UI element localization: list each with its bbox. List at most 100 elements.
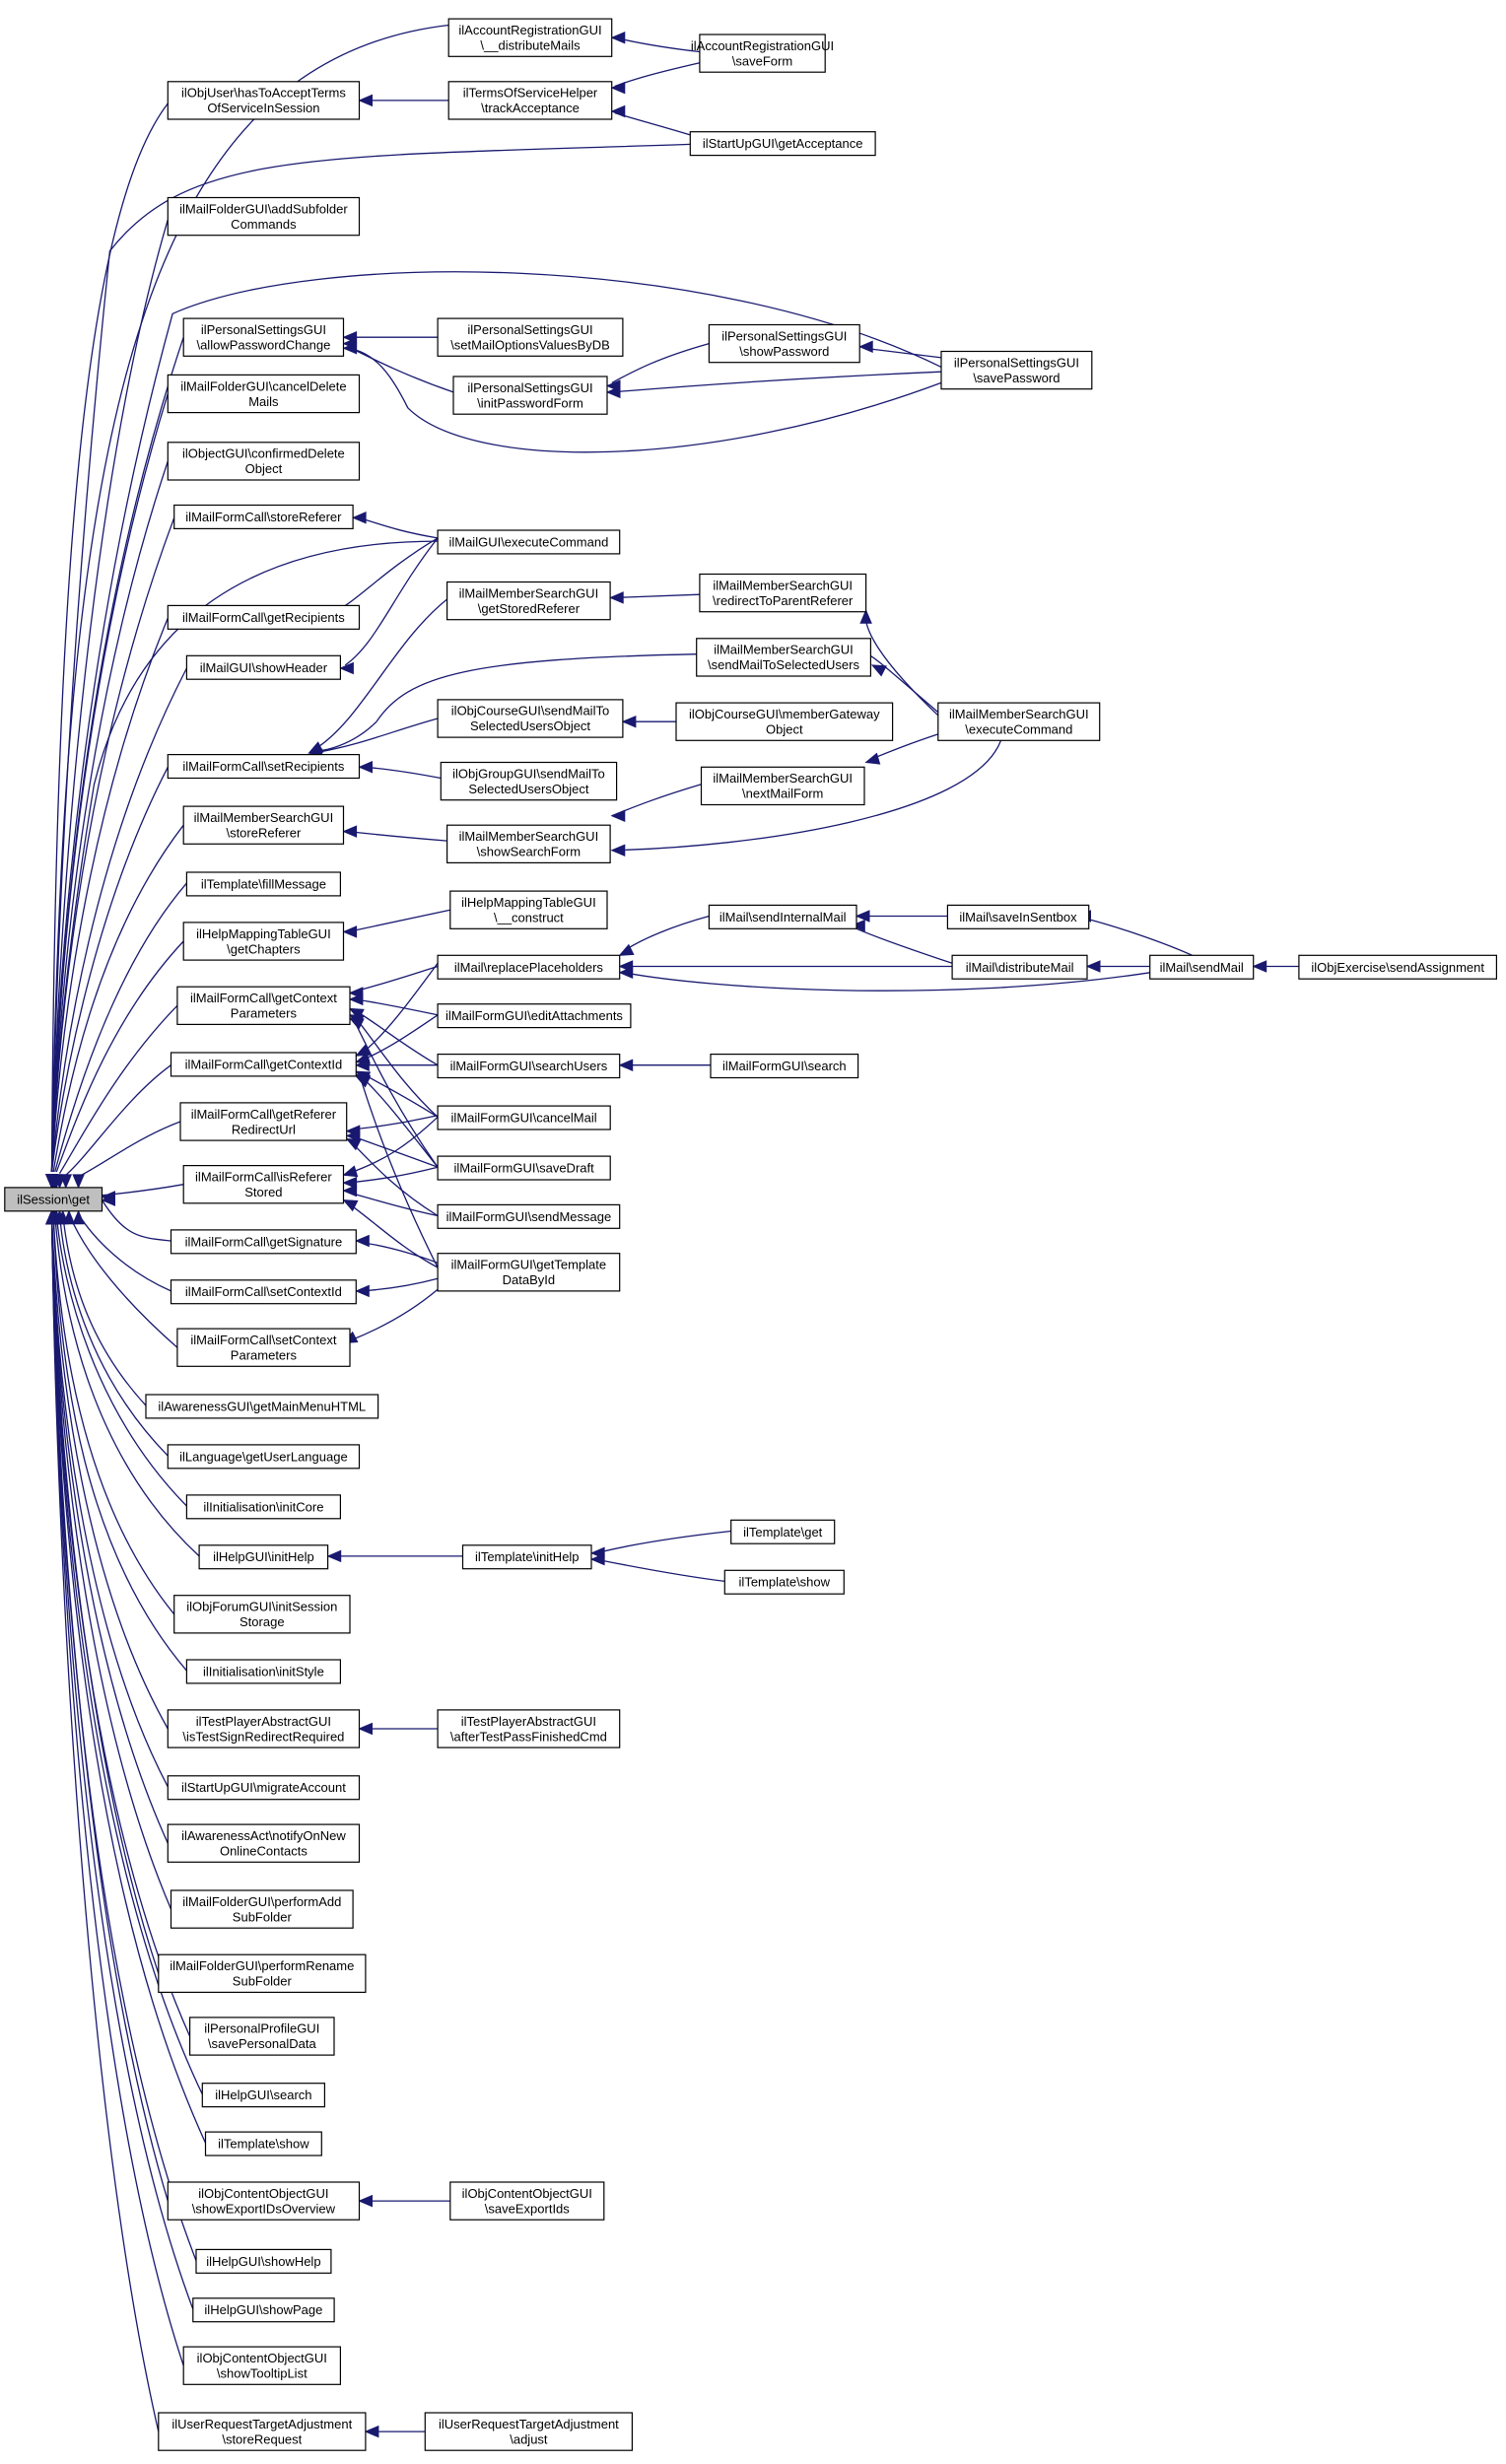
call-graph-node[interactable]: ilObjContentObjectGUI\saveExportIds: [449, 2181, 605, 2221]
call-graph-node[interactable]: ilAwarenessGUI\getMainMenuHTML: [145, 1394, 379, 1419]
call-graph-node[interactable]: ilObjGroupGUI\sendMailToSelectedUsersObj…: [440, 761, 618, 801]
call-graph-node[interactable]: ilMailFormGUI\sendMessage: [437, 1203, 621, 1229]
call-graph-node[interactable]: ilMailMemberSearchGUI\showSearchForm: [446, 824, 611, 864]
call-graph-node[interactable]: ilObjContentObjectGUI\showTooltipList: [182, 2346, 341, 2385]
node-box: [176, 986, 351, 1026]
call-edge: [78, 1213, 171, 1292]
call-graph-node[interactable]: ilMailMemberSearchGUI\redirectToParentRe…: [699, 573, 867, 613]
node-box: [167, 1823, 361, 1863]
call-graph-node[interactable]: ilMailMemberSearchGUI\getStoredReferer: [446, 581, 611, 621]
node-label: Stored: [244, 1185, 282, 1199]
node-label: RedirectUrl: [232, 1122, 296, 1136]
call-graph-node[interactable]: ilInitialisation\initStyle: [185, 1659, 341, 1684]
node-box: [145, 1394, 379, 1419]
call-graph-node[interactable]: ilMail\replacePlaceholders: [437, 954, 621, 980]
call-graph-node[interactable]: ilMailFormCall\getContextId: [170, 1052, 357, 1077]
node-box: [185, 654, 341, 680]
call-graph-node[interactable]: ilMailFormGUI\editAttachments: [437, 1003, 632, 1029]
call-graph-node[interactable]: ilMailFormGUI\search: [710, 1053, 859, 1079]
call-graph-node[interactable]: ilHelpMappingTableGUI\__construct: [449, 890, 608, 929]
node-label: \showTooltipList: [217, 2366, 308, 2381]
call-graph-node[interactable]: ilUserRequestTargetAdjustment\storeReque…: [158, 2412, 367, 2451]
call-graph-node[interactable]: ilHelpGUI\showPage: [192, 2297, 335, 2323]
node-label: \adjust: [510, 2431, 548, 2446]
call-graph-node[interactable]: ilTemplate\fillMessage: [185, 871, 341, 897]
call-graph-node[interactable]: ilObjExercise\sendAssignment: [1298, 954, 1498, 980]
node-box: [723, 1569, 845, 1595]
call-graph-node[interactable]: ilObjUser\hasToAcceptTermsOfServiceInSes…: [167, 81, 361, 120]
call-graph-node[interactable]: ilPersonalSettingsGUI\showPassword: [708, 323, 860, 364]
call-graph-node[interactable]: ilPersonalSettingsGUI\initPasswordForm: [452, 376, 608, 415]
call-graph-node[interactable]: ilMailFormCall\storeReferer: [173, 504, 354, 529]
call-graph-node[interactable]: ilPersonalSettingsGUI\setMailOptionsValu…: [437, 317, 624, 357]
node-box: [167, 374, 361, 414]
call-graph-node[interactable]: ilMail\sendMail: [1149, 954, 1255, 980]
node-label: \sendMailToSelectedUsers: [708, 657, 859, 672]
call-graph-node[interactable]: ilMailMemberSearchGUI\nextMailForm: [700, 766, 865, 806]
call-graph-node[interactable]: ilStartUpGUI\getAcceptance: [689, 131, 876, 157]
call-graph-node[interactable]: ilMailGUI\showHeader: [185, 654, 341, 680]
call-graph-node[interactable]: ilMailMemberSearchGUI\executeCommand: [937, 702, 1101, 741]
call-graph-node[interactable]: ilStartUpGUI\migrateAccount: [167, 1775, 361, 1801]
node-box: [708, 323, 860, 364]
call-graph-node[interactable]: ilHelpGUI\search: [201, 2083, 326, 2108]
call-graph-node[interactable]: ilMail\saveInSentbox: [946, 904, 1090, 929]
call-graph-node[interactable]: ilTestPlayerAbstractGUI\isTestSignRedire…: [167, 1709, 361, 1748]
call-edge: [348, 346, 454, 393]
call-graph-node[interactable]: ilTemplate\get: [730, 1519, 836, 1544]
call-graph-node[interactable]: ilPersonalSettingsGUI\savePassword: [940, 350, 1093, 390]
call-graph-node[interactable]: ilMailFormCall\setContextId: [170, 1279, 357, 1305]
call-graph-node[interactable]: ilTemplate\show: [204, 2131, 322, 2156]
call-graph-node[interactable]: ilTermsOfServiceHelper\trackAcceptance: [447, 81, 613, 120]
call-graph-node[interactable]: ilMail\sendInternalMail: [708, 904, 857, 929]
call-graph-node[interactable]: ilHelpMappingTableGUI\getChapters: [182, 922, 345, 961]
call-graph-node[interactable]: ilTemplate\show: [723, 1569, 845, 1595]
call-graph-node[interactable]: ilTestPlayerAbstractGUI\afterTestPassFin…: [437, 1709, 621, 1748]
call-graph-node[interactable]: ilInitialisation\initCore: [185, 1494, 341, 1520]
node-box: [167, 1444, 361, 1470]
arrowhead-icon: [348, 1017, 365, 1030]
call-graph-node[interactable]: ilAccountRegistrationGUI\__distributeMai…: [447, 18, 613, 57]
call-graph-node[interactable]: ilMailFormCall\setRecipients: [167, 753, 361, 780]
arrowhead-icon: [857, 340, 873, 354]
call-graph-node[interactable]: ilTemplate\initHelp: [461, 1544, 592, 1570]
call-graph-node[interactable]: ilPersonalProfileGUI\savePersonalData: [189, 2017, 335, 2056]
call-edge: [68, 1213, 178, 1348]
call-graph-node[interactable]: ilMail\distributeMail: [951, 954, 1088, 980]
arrowhead-icon: [855, 910, 870, 923]
call-graph-node[interactable]: ilAccountRegistrationGUI\saveForm: [691, 34, 834, 73]
call-graph-node[interactable]: ilUserRequestTargetAdjustment\adjust: [424, 2412, 633, 2451]
call-graph-node[interactable]: ilMailFormCall\getRecipients: [167, 604, 361, 630]
call-graph-node[interactable]: ilMailFormGUI\saveDraft: [437, 1155, 611, 1181]
call-graph-node[interactable]: ilMailFormGUI\cancelMail: [437, 1105, 611, 1130]
call-graph-node[interactable]: ilMailFormGUI\searchUsers: [437, 1053, 621, 1079]
call-graph-node[interactable]: ilSession\get: [4, 1187, 103, 1212]
call-graph-node[interactable]: ilObjContentObjectGUI\showExportIDsOverv…: [167, 2181, 361, 2221]
call-graph-node[interactable]: ilPersonalSettingsGUI\allowPasswordChang…: [182, 317, 345, 357]
call-graph-node[interactable]: ilMailFormCall\getSignature: [170, 1229, 357, 1255]
call-edge: [614, 62, 701, 88]
arrowhead-icon: [589, 1552, 605, 1566]
call-graph-node[interactable]: ilHelpGUI\initHelp: [198, 1544, 329, 1570]
node-label: ilMailFolderGUI\performAdd: [182, 1894, 341, 1909]
call-graph-node[interactable]: ilMailGUI\executeCommand: [437, 529, 621, 555]
call-graph-node[interactable]: ilLanguage\getUserLanguage: [167, 1444, 361, 1470]
node-box: [189, 2017, 335, 2056]
call-graph-node[interactable]: ilMailMemberSearchGUI\sendMailToSelected…: [696, 638, 872, 677]
call-graph-node[interactable]: ilMailMemberSearchGUI\storeReferer: [182, 805, 345, 845]
call-graph-node[interactable]: ilObjCourseGUI\sendMailToSelectedUsersOb…: [437, 699, 624, 738]
call-graph-node[interactable]: ilHelpGUI\showHelp: [195, 2248, 332, 2274]
